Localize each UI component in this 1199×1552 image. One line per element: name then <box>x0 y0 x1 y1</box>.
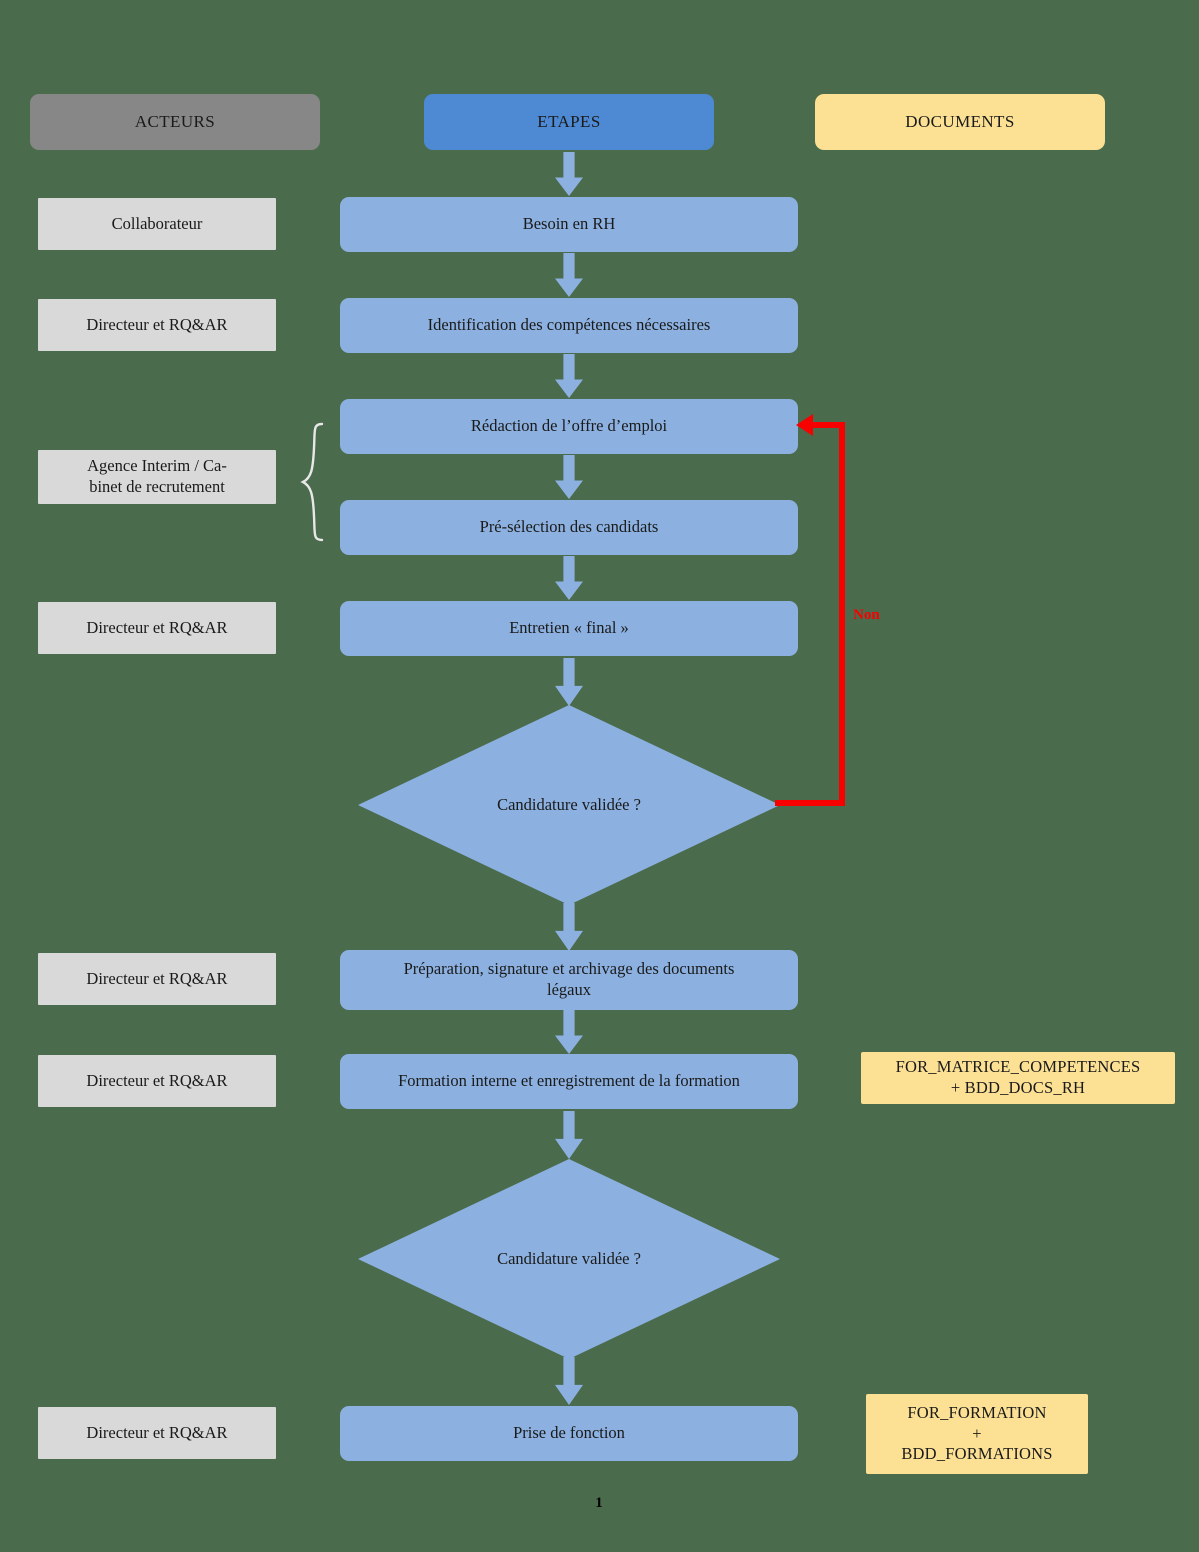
actor-label: Directeur et RQ&AR <box>86 617 228 637</box>
connector-arrow-step2-to-step3 <box>555 354 583 398</box>
step-box-besoin-en-rh: Besoin en RH <box>340 197 798 252</box>
column-header-documents: DOCUMENTS <box>815 94 1105 150</box>
decision-label: Candidature validée ? <box>497 1249 641 1268</box>
actor-box-directeur-rqar-3: Directeur et RQ&AR <box>38 953 276 1005</box>
step-label: Prise de fonction <box>513 1423 625 1443</box>
document-label: FOR_FORMATION + BDD_FORMATIONS <box>901 1403 1053 1464</box>
step-label: Rédaction de l’offre d’emploi <box>470 416 668 436</box>
actor-label: Directeur et RQ&AR <box>86 314 228 334</box>
decision-label: Candidature validée ? <box>497 795 641 814</box>
connector-arrow-decision1-to-step6 <box>555 903 583 951</box>
column-header-documents-label: DOCUMENTS <box>905 112 1015 132</box>
actor-label: Agence Interim / Ca- binet de recrutemen… <box>87 456 227 496</box>
step-box-preparation-documents-legaux: Préparation, signature et archivage des … <box>340 950 798 1010</box>
loop-edge-segment-vertical <box>839 422 845 806</box>
grouping-brace-icon <box>300 422 326 542</box>
actor-box-directeur-rqar-1: Directeur et RQ&AR <box>38 299 276 351</box>
connector-arrow-step4-to-step5 <box>555 556 583 600</box>
step-box-formation-interne: Formation interne et enregistrement de l… <box>340 1054 798 1109</box>
step-label: Entretien « final » <box>509 618 629 638</box>
step-box-entretien-final: Entretien « final » <box>340 601 798 656</box>
connector-arrow-step3-to-step4 <box>555 455 583 499</box>
actor-box-directeur-rqar-4: Directeur et RQ&AR <box>38 1055 276 1107</box>
actor-box-collaborateur: Collaborateur <box>38 198 276 250</box>
actor-box-directeur-rqar-2: Directeur et RQ&AR <box>38 602 276 654</box>
loop-edge-segment-top <box>812 422 845 428</box>
actor-label: Collaborateur <box>111 213 203 233</box>
actor-box-agence-interim: Agence Interim / Ca- binet de recrutemen… <box>38 450 276 504</box>
actor-label: Directeur et RQ&AR <box>86 968 228 988</box>
loop-edge-label-non: Non <box>853 607 880 623</box>
step-label: Identification des compétences nécessair… <box>427 315 711 335</box>
column-header-actors-label: ACTEURS <box>134 112 216 132</box>
connector-arrow-step6-to-step7 <box>555 1010 583 1054</box>
actor-box-directeur-rqar-5: Directeur et RQ&AR <box>38 1407 276 1459</box>
actor-label: Directeur et RQ&AR <box>86 1070 228 1090</box>
loop-edge-arrowhead-icon <box>796 414 813 436</box>
connector-arrow-header-to-step1 <box>555 152 583 196</box>
step-box-prise-de-fonction: Prise de fonction <box>340 1406 798 1461</box>
loop-edge-segment-bottom <box>775 800 845 806</box>
step-label: Formation interne et enregistrement de l… <box>398 1071 740 1091</box>
column-header-actors: ACTEURS <box>30 94 320 150</box>
connector-arrow-step7-to-decision2 <box>555 1111 583 1159</box>
page-number: 1 <box>595 1495 603 1511</box>
actor-label: Directeur et RQ&AR <box>86 1422 228 1442</box>
step-label: Pré-sélection des candidats <box>479 517 659 537</box>
decision-diamond-candidature-validee-2: Candidature validée ? <box>358 1159 780 1359</box>
step-label: Préparation, signature et archivage des … <box>403 959 735 999</box>
connector-arrow-step1-to-step2 <box>555 253 583 297</box>
step-label: Besoin en RH <box>522 214 616 234</box>
connector-arrow-step5-to-decision1 <box>555 658 583 706</box>
step-box-identification-competences: Identification des compétences nécessair… <box>340 298 798 353</box>
step-box-redaction-offre-emploi: Rédaction de l’offre d’emploi <box>340 399 798 454</box>
connector-arrow-decision2-to-step8 <box>555 1357 583 1405</box>
column-header-steps-label: ETAPES <box>537 112 601 132</box>
step-box-preselection-candidats: Pré-sélection des candidats <box>340 500 798 555</box>
document-label: FOR_MATRICE_COMPETENCES + BDD_DOCS_RH <box>895 1057 1141 1097</box>
document-box-matrice-competences: FOR_MATRICE_COMPETENCES + BDD_DOCS_RH <box>861 1052 1175 1104</box>
decision-diamond-candidature-validee-1: Candidature validée ? <box>358 705 780 905</box>
column-header-steps: ETAPES <box>424 94 714 150</box>
document-box-formation: FOR_FORMATION + BDD_FORMATIONS <box>866 1394 1088 1474</box>
